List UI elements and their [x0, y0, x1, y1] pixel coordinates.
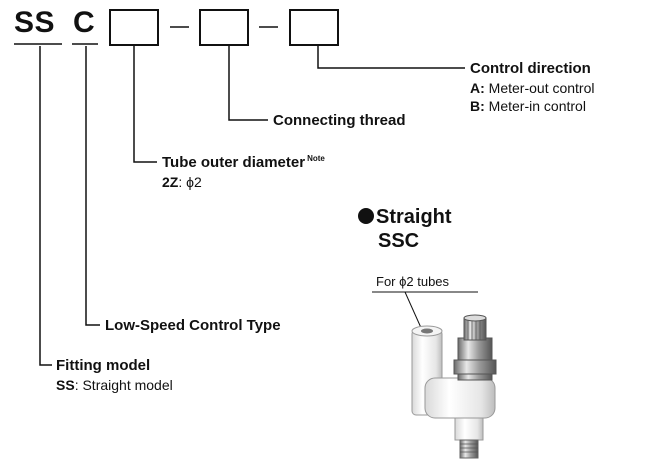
option-code: A: — [470, 80, 485, 96]
direction-box — [290, 10, 338, 45]
note-marker: Note — [307, 154, 325, 163]
tube-callout: For ϕ2 tubes — [376, 274, 449, 289]
option-text: : Straight model — [75, 377, 173, 393]
control-direction-title: Control direction — [470, 60, 591, 77]
diameter-leader — [134, 46, 157, 162]
option-code: B: — [470, 98, 485, 114]
low-speed-leader — [86, 46, 100, 325]
control-direction-option-b: B: Meter-in control — [470, 98, 586, 114]
fitting-illustration — [412, 315, 496, 458]
thread-box — [200, 10, 248, 45]
tube-diameter-label: Tube outer diameter — [162, 154, 305, 171]
product-title-text: Straight — [376, 206, 452, 228]
fitting-leader — [40, 46, 52, 365]
low-speed-title: Low-Speed Control Type — [105, 317, 281, 334]
control-direction-option-a: A: Meter-out control — [470, 80, 595, 96]
option-code: 2Z — [162, 174, 178, 190]
prefix-c: C — [73, 6, 95, 40]
prefix-ss: SS — [14, 6, 55, 40]
callout-pointer — [405, 292, 422, 330]
connecting-thread-title: Connecting thread — [273, 112, 406, 129]
tube-diameter-option: 2Z: ϕ2 — [162, 174, 202, 190]
fitting-model-option: SS: Straight model — [56, 377, 173, 393]
fitting-model-title: Fitting model — [56, 357, 150, 374]
option-text: Meter-in control — [489, 98, 586, 114]
bullet-icon — [358, 208, 374, 224]
option-text: : ϕ2 — [178, 174, 201, 190]
product-title-line2: SSC — [378, 230, 419, 253]
option-code: SS — [56, 377, 75, 393]
option-text: Meter-out control — [489, 80, 595, 96]
tube-diameter-box — [110, 10, 158, 45]
product-title-line1: Straight — [358, 206, 452, 229]
thread-leader — [229, 46, 268, 120]
direction-leader — [318, 46, 465, 68]
